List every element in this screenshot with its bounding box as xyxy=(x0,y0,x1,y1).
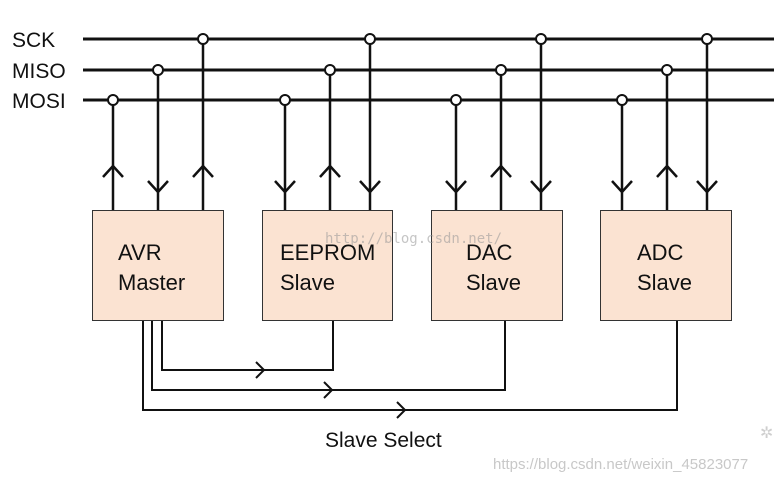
avr-master-box xyxy=(92,210,224,321)
miso-label: MISO xyxy=(12,60,66,83)
eeprom-slave-label: EEPROM Slave xyxy=(280,240,376,295)
url-watermark: https://blog.csdn.net/weixin_45823077 xyxy=(493,456,749,473)
watermark-logo-icon: ✲ xyxy=(760,425,774,442)
adc-slave-box xyxy=(600,210,732,321)
adc-connections xyxy=(611,39,718,210)
eeprom-connections xyxy=(274,39,381,210)
master-connections xyxy=(102,39,214,210)
eeprom-slave-box xyxy=(262,210,393,321)
sck-label: SCK xyxy=(12,29,56,52)
slave-select-lines xyxy=(142,320,678,419)
slave-select-caption: Slave Select xyxy=(325,429,442,452)
dac-slave-box xyxy=(431,210,563,321)
ss-line-dac xyxy=(151,320,506,391)
ss-line-adc xyxy=(142,320,678,411)
center-watermark: http://blog.csdn.net/ xyxy=(325,231,503,247)
ss-line-eeprom xyxy=(161,320,334,371)
avr-master-label: AVR Master xyxy=(118,240,186,295)
junction-dots xyxy=(107,33,713,106)
mosi-label: MOSI xyxy=(12,90,66,113)
adc-slave-label: ADC Slave xyxy=(637,240,693,295)
dac-connections xyxy=(445,39,552,210)
dac-slave-label: DAC Slave xyxy=(466,240,522,295)
